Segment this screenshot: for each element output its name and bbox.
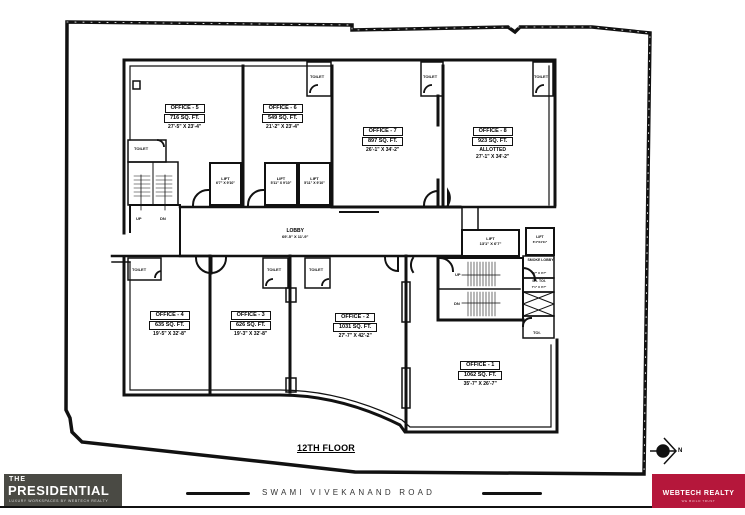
logo-name: PRESIDENTIAL bbox=[8, 483, 110, 498]
lobby-label: LOBBY 69'-5" X 11'-9" bbox=[282, 228, 309, 239]
sr-toilet-label: SR. TOI. bbox=[532, 279, 546, 283]
lift-2-label: LIFT 5'11" X 9'10" bbox=[270, 176, 292, 185]
outer-wall bbox=[122, 58, 557, 207]
smoke-lobby-dims: 6'7" X 3'7" bbox=[531, 271, 547, 275]
stair-left-dn-label: DN bbox=[160, 216, 166, 221]
shaft bbox=[522, 291, 555, 317]
office-8-label: OFFICE - 8 923 SQ. FT. ALLOTTED 27'-1" X… bbox=[472, 127, 514, 161]
webtech-name: WEBTECH REALTY bbox=[662, 490, 735, 497]
toilet-label-4: TOILET bbox=[132, 267, 147, 272]
toilet-office2 bbox=[304, 257, 331, 289]
toilet-office4 bbox=[127, 257, 162, 281]
lift-5-label: LIFT 6'4"X4'11" bbox=[532, 235, 548, 244]
north-arrow-icon bbox=[650, 437, 678, 465]
road-line-left bbox=[186, 492, 250, 495]
lift-4-label: LIFT 13'1" X 6'7" bbox=[479, 236, 502, 246]
office-7-label: OFFICE - 7 897 SQ. FT. 26'-1" X 34'-2" bbox=[362, 127, 404, 154]
logo-the: THE bbox=[9, 476, 26, 483]
toilet-label-5: TOILET bbox=[134, 146, 149, 151]
lift-3-label: LIFT 5'11" X 9'10" bbox=[304, 176, 325, 185]
lift-1-label: LIFT 6'7" X 9'10" bbox=[216, 176, 235, 185]
office-5-label: OFFICE - 5 716 SQ. FT. 27'-5" X 23'-4" bbox=[164, 104, 206, 131]
lift-2 bbox=[264, 162, 298, 206]
webtech-tagline: WE BUILD TRUST bbox=[681, 499, 716, 503]
bottom-divider bbox=[0, 506, 745, 508]
office-3-label: OFFICE - 3 626 SQ. FT. 19'-3" X 32'-8" bbox=[230, 311, 272, 338]
presidential-logo: THE PRESIDENTIAL LUXURY WORKSPACES BY WE… bbox=[4, 474, 122, 506]
webtech-logo: WEBTECH REALTY WE BUILD TRUST bbox=[652, 474, 745, 508]
sr-toilet-dims: 7'1" X 3'7" bbox=[531, 285, 547, 289]
stair-left-up-label: UP bbox=[136, 216, 142, 221]
smoke-lobby-label: SMOKE LOBBY bbox=[527, 258, 554, 262]
compass-label: N bbox=[678, 448, 683, 454]
toilet-label-6: TOILET bbox=[310, 74, 325, 79]
stair-dn-label: DN bbox=[454, 301, 460, 306]
office-6-label: OFFICE - 6 549 SQ. FT. 21'-2" X 23'-4" bbox=[262, 104, 304, 131]
lift-1 bbox=[209, 162, 242, 206]
toilet-label-3: TOILET bbox=[267, 267, 282, 272]
stair-up-label: UP bbox=[455, 272, 461, 277]
toilet-office3 bbox=[262, 257, 289, 289]
office-1-label: OFFICE - 1 1062 SQ. FT. 35'-7" X 26'-7" bbox=[458, 361, 503, 388]
floor-title: 12TH FLOOR bbox=[297, 443, 356, 453]
toilet-office6 bbox=[306, 61, 332, 97]
office-2-label: OFFICE - 2 1031 SQ. FT. 27'-7" X 42'-2" bbox=[333, 313, 378, 340]
logo-tagline: LUXURY WORKSPACES BY WEBTECH REALTY bbox=[9, 499, 109, 503]
toilet-office8 bbox=[532, 61, 554, 97]
lift-3 bbox=[298, 162, 331, 206]
road-label: SWAMI VIVEKANAND ROAD bbox=[262, 488, 436, 497]
toilet-label-core: TOI. bbox=[533, 330, 541, 335]
office-4-label: OFFICE - 4 635 SQ. FT. 19'-5" X 32'-8" bbox=[149, 311, 191, 338]
toilet-label-7: TOILET bbox=[423, 74, 438, 79]
road-line-right bbox=[482, 492, 542, 495]
toilet-office5 bbox=[127, 139, 167, 163]
toilet-office7 bbox=[420, 61, 444, 97]
toilet-label-8: TOILET bbox=[534, 74, 549, 79]
lift-4 bbox=[461, 229, 520, 257]
toilet-label-2: TOILET bbox=[309, 267, 324, 272]
lift-5 bbox=[525, 227, 555, 256]
